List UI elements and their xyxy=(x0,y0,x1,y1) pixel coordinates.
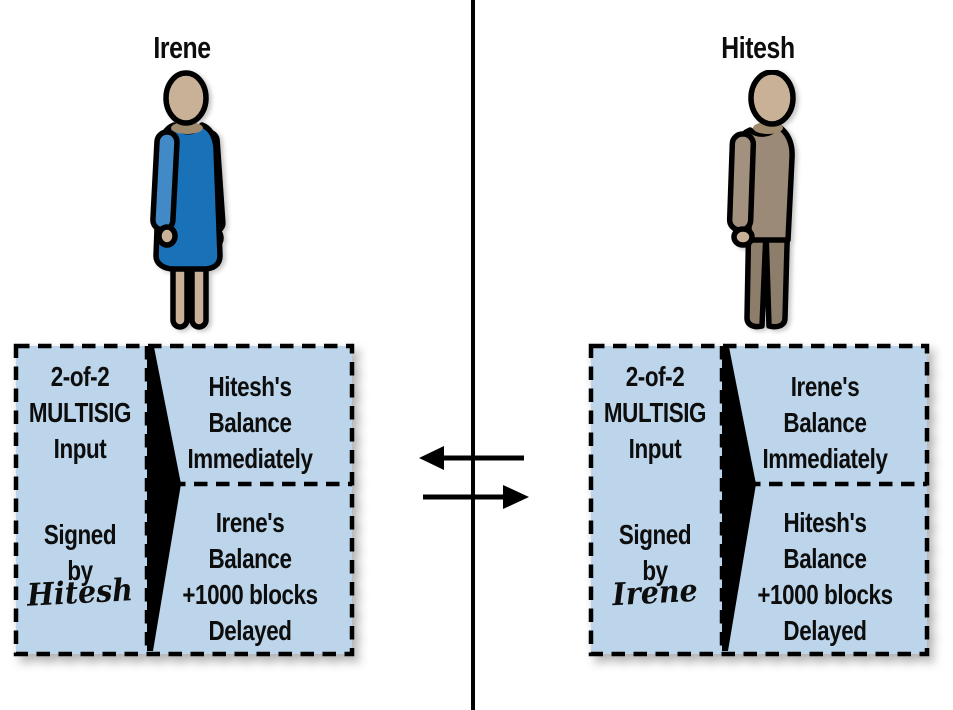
arrow-left-icon xyxy=(419,446,524,470)
hitesh-person-icon xyxy=(726,70,796,330)
irene-tx-output-immediate: Hitesh's Balance Immediately xyxy=(187,371,313,474)
hitesh-tx-output-immediate: Irene's Balance Immediately xyxy=(762,371,888,474)
hitesh-label: Hitesh xyxy=(721,30,795,65)
transaction-exchange-arrows xyxy=(419,446,529,509)
hitesh-tx-signed-label: Signed by xyxy=(618,519,692,586)
irene-tx-signed-label: Signed by xyxy=(43,519,117,586)
irene-commitment-transaction: 2-of-2 MULTISIG Input Signed by Hitesh H… xyxy=(13,343,355,657)
hitesh-tx-output-delayed: Hitesh's Balance +1000 blocks Delayed xyxy=(757,507,893,646)
tx-flow-chevron xyxy=(722,347,756,651)
irene-tx-output-delayed: Irene's Balance +1000 blocks Delayed xyxy=(182,507,318,646)
irene-transaction-frame xyxy=(13,343,355,657)
irene-label: Irene xyxy=(153,30,211,65)
hitesh-transaction-frame xyxy=(588,343,930,657)
irene-person-icon xyxy=(150,70,226,330)
hitesh-signature: Hitesh xyxy=(26,572,134,614)
irene-tx-input-label: 2-of-2 MULTISIG Input xyxy=(28,361,132,464)
channel-divider-line xyxy=(471,0,475,710)
irene-signature: Irene xyxy=(611,572,699,614)
hitesh-commitment-transaction: 2-of-2 MULTISIG Input Signed by Irene Ir… xyxy=(588,343,930,657)
arrow-right-icon xyxy=(423,485,529,509)
hitesh-tx-input-label: 2-of-2 MULTISIG Input xyxy=(603,361,707,464)
tx-flow-chevron xyxy=(147,347,181,651)
